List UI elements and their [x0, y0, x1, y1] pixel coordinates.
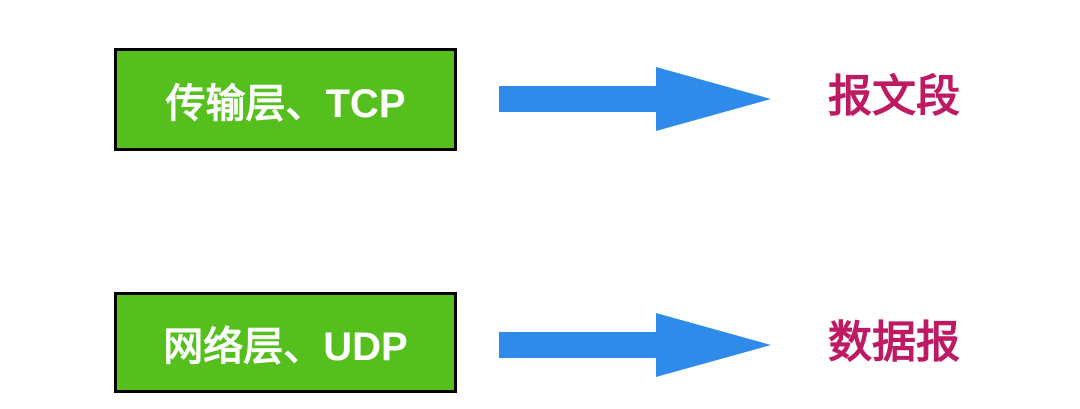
transport-layer-box: 传输层、TCP: [114, 48, 457, 151]
network-layer-box: 网络层、UDP: [114, 292, 457, 393]
right-arrow-icon: [499, 313, 771, 377]
right-arrow-icon: [499, 67, 771, 131]
datagram-label: 数据报: [828, 318, 960, 367]
segment-label: 报文段: [828, 72, 960, 121]
